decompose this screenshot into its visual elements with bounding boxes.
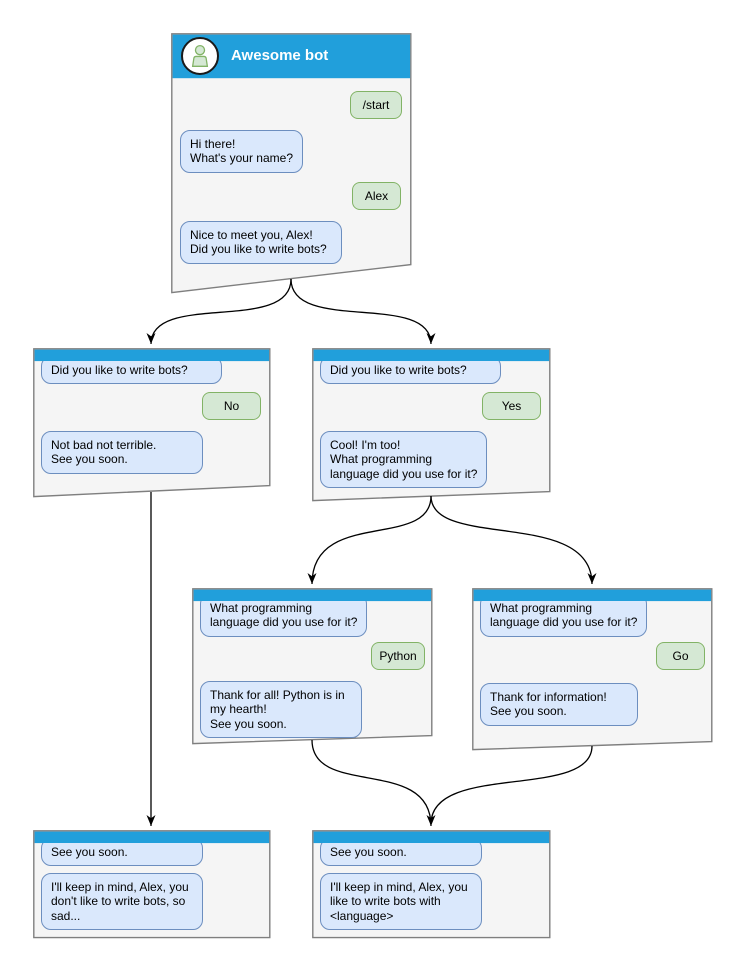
bot-message: Did you like to write bots? [41, 361, 222, 385]
bot-message: See you soon. [41, 843, 203, 867]
user-message: Go [656, 642, 705, 670]
chat-window-branch-go: What programming language did you use fo… [472, 588, 713, 751]
bot-message: Not bad not terrible. See you soon. [41, 431, 203, 474]
chat-window-branch-python: What programming language did you use fo… [192, 588, 433, 745]
window-title: Awesome bot [231, 47, 329, 64]
chat-window-start: Awesome bot /start Hi there! What's your… [171, 33, 412, 294]
bot-message: Hi there! What's your name? [180, 130, 304, 173]
chat-window-branch-no: Did you like to write bots? No Not bad n… [33, 348, 271, 498]
bot-message: What programming language did you use fo… [480, 601, 648, 637]
person-icon [191, 44, 209, 67]
bot-message: What programming language did you use fo… [200, 601, 368, 637]
edge-go-to-end [430, 745, 593, 825]
bot-message: I'll keep in mind, Alex, you don't like … [41, 873, 203, 931]
user-message: /start [350, 91, 402, 119]
chat-window-end-no: See you soon. I'll keep in mind, Alex, y… [33, 830, 271, 939]
bot-message: Nice to meet you, Alex! Did you like to … [180, 221, 342, 264]
edge-yes-to-python [307, 495, 432, 585]
edge-yes-to-go [430, 495, 597, 585]
bot-avatar [181, 37, 219, 75]
bot-message: Did you like to write bots? [320, 361, 501, 385]
user-message: Python [371, 642, 425, 670]
bot-message: Thank for all! Python is in my hearth! S… [200, 681, 362, 739]
user-message: Alex [352, 182, 401, 210]
chat-window-end-yes: See you soon. I'll keep in mind, Alex, y… [312, 830, 551, 939]
user-message: Yes [482, 392, 541, 420]
bot-message: See you soon. [320, 843, 482, 867]
bot-message: Thank for information! See you soon. [480, 683, 638, 726]
bot-message: I'll keep in mind, Alex, you like to wri… [320, 873, 482, 931]
edge-python-to-end [311, 739, 436, 827]
user-message: No [202, 392, 261, 420]
bot-message: Cool! I'm too! What programming language… [320, 431, 488, 489]
chat-window-branch-yes: Did you like to write bots? Yes Cool! I'… [312, 348, 551, 502]
